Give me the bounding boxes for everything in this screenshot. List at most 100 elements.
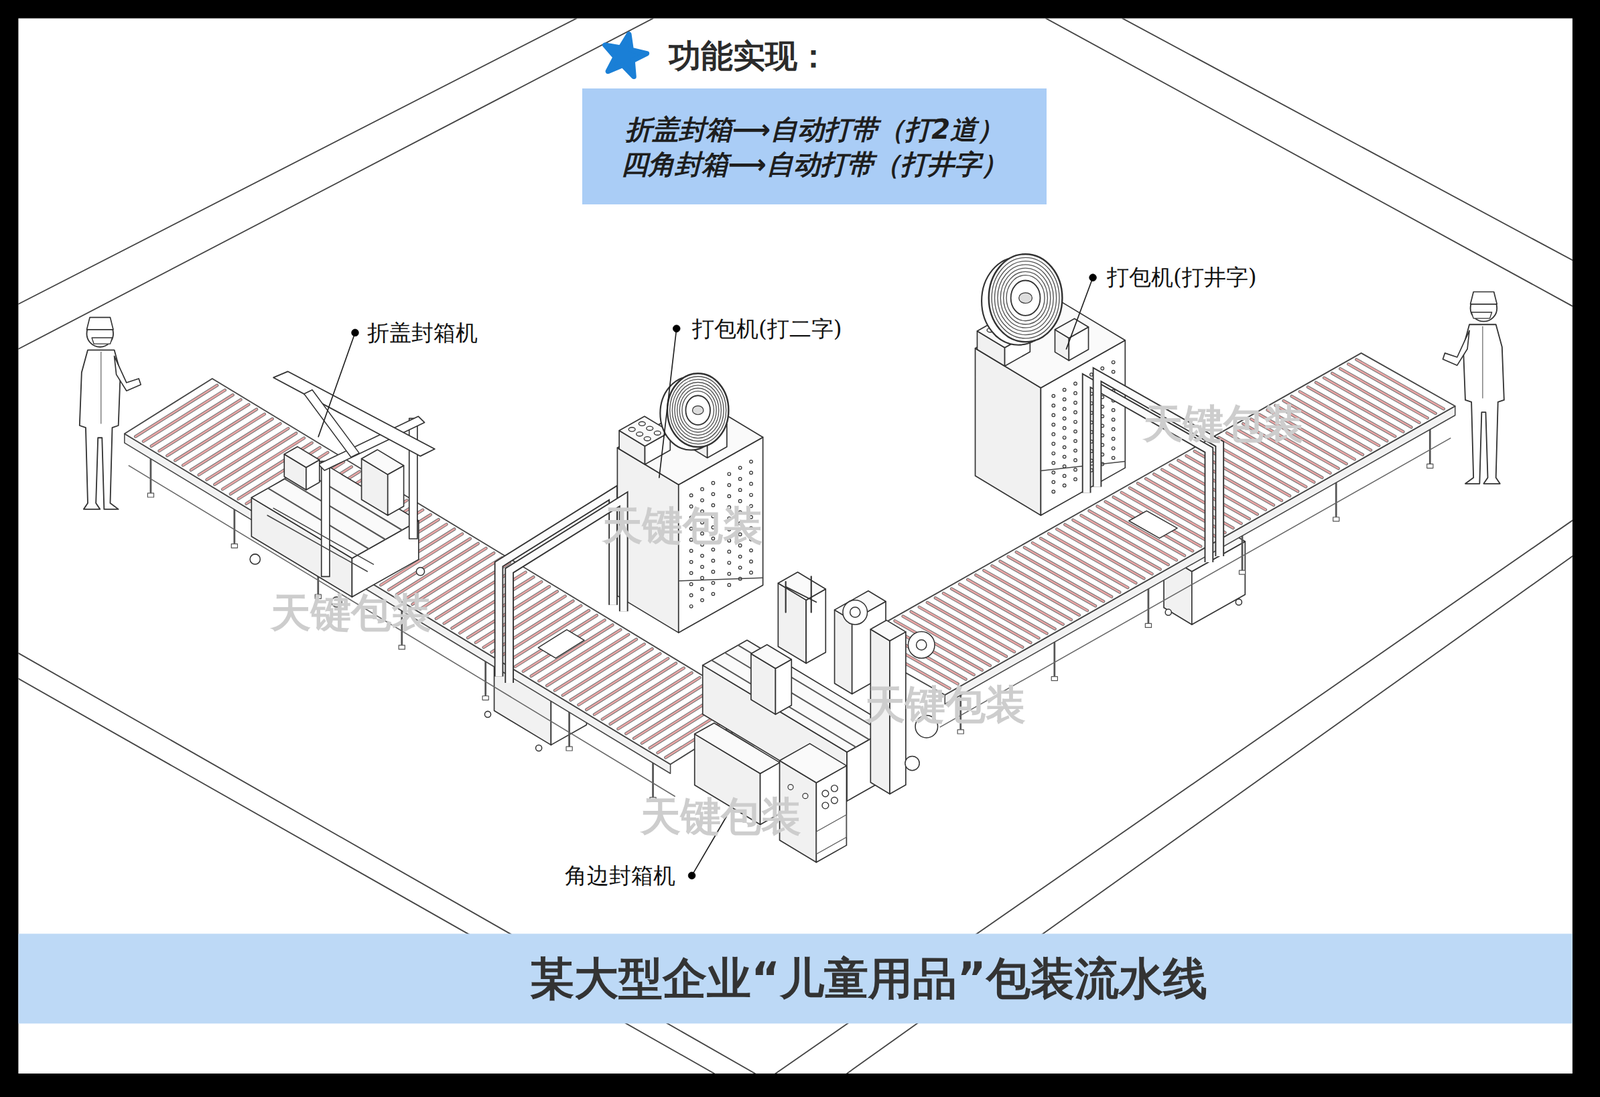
floor-line: [18, 18, 653, 349]
operator-body: [79, 349, 121, 510]
conveyor-roller: [1348, 363, 1436, 414]
box-heading: 功能实现：: [668, 34, 830, 78]
vent-hole: [700, 587, 705, 591]
vent-hole: [711, 558, 715, 563]
vent-hole: [738, 477, 742, 481]
vent-hole: [1111, 370, 1115, 374]
vent-hole: [711, 492, 715, 496]
watermark: 天键包装: [602, 501, 764, 550]
strap-coil: [997, 264, 1054, 332]
leg-foot: [147, 493, 154, 498]
motor: [850, 607, 861, 618]
vent-hole: [1074, 391, 1078, 395]
control-button: [822, 802, 829, 809]
spool: [988, 253, 1063, 342]
operator-arm: [114, 355, 142, 391]
control-button: [802, 793, 809, 799]
leader-line: [1065, 277, 1093, 350]
motor: [842, 599, 868, 625]
caster: [484, 710, 491, 717]
vent-hole: [749, 460, 754, 464]
vent-hole: [1051, 432, 1056, 437]
frame-bar: [785, 586, 817, 603]
vent-hole: [1051, 480, 1056, 484]
conveyor-roller: [1097, 505, 1185, 556]
side-guide: [267, 515, 368, 572]
vent-hole: [689, 493, 693, 498]
conveyor-roller: [1356, 359, 1444, 409]
control-button: [822, 789, 829, 797]
sealer-bed: [251, 460, 419, 559]
flap-folder: [284, 446, 320, 468]
vent-hole: [727, 572, 731, 576]
vent-hole: [1062, 387, 1066, 392]
vent-hole: [700, 498, 705, 502]
vent-hole: [689, 560, 693, 564]
flap-folder-arm: [273, 371, 435, 456]
leg-foot: [1238, 570, 1245, 575]
vent-hole: [1074, 458, 1078, 462]
vent-hole: [689, 549, 693, 553]
side-guide: [273, 507, 374, 565]
vent-hole: [1062, 445, 1066, 449]
top-hole: [636, 432, 644, 437]
operator-body: [1463, 324, 1505, 484]
vent-hole: [700, 576, 705, 580]
vent-hole: [738, 554, 742, 559]
sealer-post: [321, 460, 330, 577]
strap-coil: [1006, 275, 1045, 321]
vent-hole: [1062, 483, 1066, 488]
control-button: [787, 784, 794, 790]
vent-hole: [1051, 471, 1056, 475]
operator-arm: [1442, 330, 1470, 366]
operator-cap: [1470, 292, 1498, 305]
vent-hole: [1074, 439, 1078, 443]
callout-label: 角边封箱机: [564, 862, 676, 890]
leg-foot: [231, 544, 238, 549]
conveyor-roller: [507, 610, 589, 662]
leader-lines: [318, 274, 1097, 880]
conveyor-roller: [1348, 363, 1436, 414]
strap-coil: [682, 391, 715, 430]
leg-foot: [1427, 463, 1434, 468]
vent-hole: [1111, 408, 1115, 413]
vent-hole: [700, 598, 705, 602]
coat-seam: [1482, 326, 1483, 398]
leg-foot: [482, 696, 489, 701]
vent-hole: [1051, 404, 1056, 408]
vent-hole: [1074, 430, 1078, 434]
leg-foot: [566, 746, 573, 751]
operator-figure: [1442, 292, 1504, 484]
caster: [416, 567, 425, 576]
caster: [905, 755, 920, 770]
frame-bar: [810, 576, 813, 612]
caster: [1235, 598, 1242, 606]
paper: [18, 18, 1572, 1074]
watermark: 天键包装: [640, 791, 802, 841]
leg-foot: [1145, 623, 1152, 628]
callout-label: 打包机(打井字): [1106, 263, 1257, 291]
vent-hole: [1090, 373, 1094, 377]
floor-line: [1122, 18, 1573, 260]
vent-hole: [1074, 401, 1078, 405]
vent-hole: [1062, 464, 1066, 469]
vent-hole: [738, 488, 742, 492]
conveyor-bed: [124, 378, 759, 765]
vent-hole: [1111, 418, 1115, 422]
vent-hole: [711, 592, 715, 596]
tape-head: [806, 588, 826, 664]
leader-line: [659, 328, 677, 478]
vent-hole: [1051, 422, 1056, 427]
title-band: [18, 933, 1572, 1024]
conveyor-roller: [1097, 505, 1185, 556]
watermark: 天键包装: [1143, 399, 1304, 448]
strap-coil: [679, 387, 717, 433]
sealer-column: [870, 620, 906, 642]
sealing-plate: [1128, 510, 1178, 539]
top-hole: [643, 436, 651, 441]
vent-hole: [738, 466, 742, 470]
leg-foot: [398, 645, 405, 650]
vent-hole: [1062, 407, 1066, 411]
floor-line: [18, 18, 577, 304]
